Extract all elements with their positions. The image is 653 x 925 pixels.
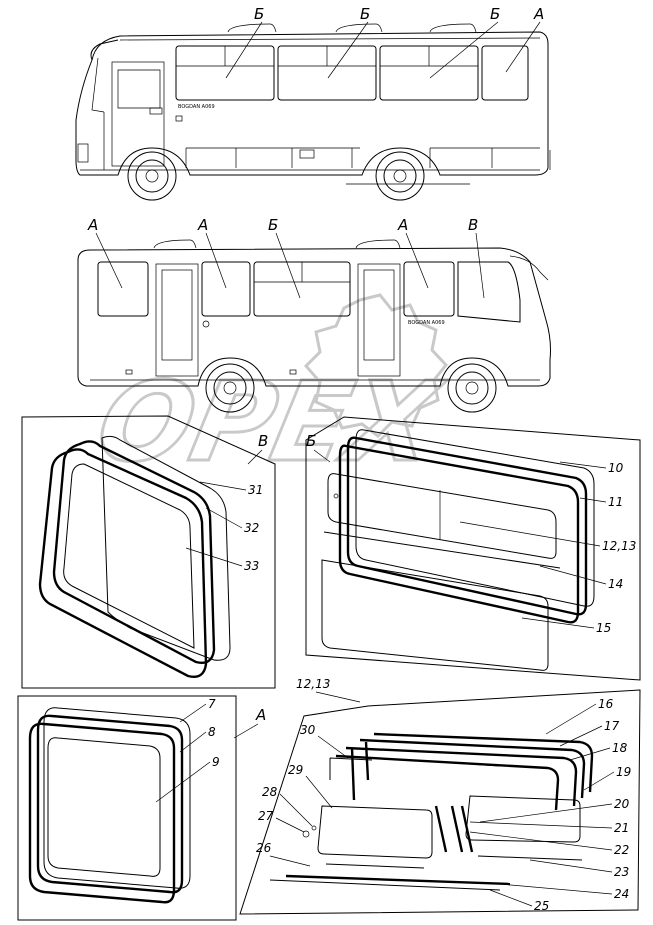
bus-bottom-label-5: В [468,216,478,234]
callout-24: 24 [614,887,629,901]
callout-9: 9 [212,755,220,769]
bus-top-view: BOGDAN A069 Б Б Б А [75,5,551,201]
bus-bottom-rear-wheel [205,363,255,413]
callout-23: 23 [614,865,629,879]
callout-18: 18 [612,741,628,755]
bus-top-logo: BOGDAN A069 [178,104,215,110]
callout-20: 20 [614,797,630,811]
bus-top-label-3: Б [490,5,500,23]
callout-12-13: 12,13 [602,539,636,553]
callout-32: 32 [244,521,259,535]
watermark: OPEX [85,293,454,488]
callout-8: 8 [208,725,216,739]
callout-30: 30 [300,723,316,737]
callout-14: 14 [608,577,623,591]
callout-29: 29 [288,763,303,777]
bus-top-rear-wheel [375,151,425,201]
callout-15: 15 [596,621,611,635]
callout-19: 19 [616,765,631,779]
callout-22: 22 [614,843,629,857]
callout-16: 16 [598,697,614,711]
bus-bottom-logo: BOGDAN A069 [408,320,445,326]
bus-top-label-4: А [533,5,544,23]
callout-11: 11 [608,495,623,509]
bus-top-label-1: Б [254,5,264,23]
bus-bottom-label-3: Б [268,216,278,234]
panel-a-ref-label: А [255,706,266,724]
callout-21: 21 [614,821,629,835]
callout-27: 27 [258,809,274,823]
callout-25: 25 [534,899,549,913]
watermark-gear-icon [303,293,448,438]
bus-bottom-front-wheel [447,363,497,413]
callout-28: 28 [262,785,278,799]
panel-detail-ref-label: 12,13 [296,677,330,691]
callout-10: 10 [608,461,624,475]
panel-detail: 12,13 16 17 18 19 20 21 22 [239,677,641,915]
callout-26: 26 [256,841,272,855]
panel-a: А 7 8 9 [17,695,266,921]
bus-bottom-label-4: А [397,216,408,234]
callout-7: 7 [208,697,216,711]
bus-bottom-label-2: А [197,216,208,234]
callout-17: 17 [604,719,620,733]
panel-b: Б 10 11 12,13 14 15 [305,416,641,681]
bus-bottom-label-1: А [87,216,98,234]
bus-top-label-2: Б [360,5,370,23]
callout-33: 33 [244,559,259,573]
panel-v: В 31 32 33 [21,415,276,689]
bus-top-front-wheel [127,151,177,201]
bus-bottom-view: BOGDAN A069 А А Б А В [77,216,551,413]
callout-31: 31 [248,483,263,497]
panel-b-ref-label: Б [306,432,316,450]
watermark-text: OPEX [87,359,453,487]
panel-v-ref-label: В [258,432,268,450]
